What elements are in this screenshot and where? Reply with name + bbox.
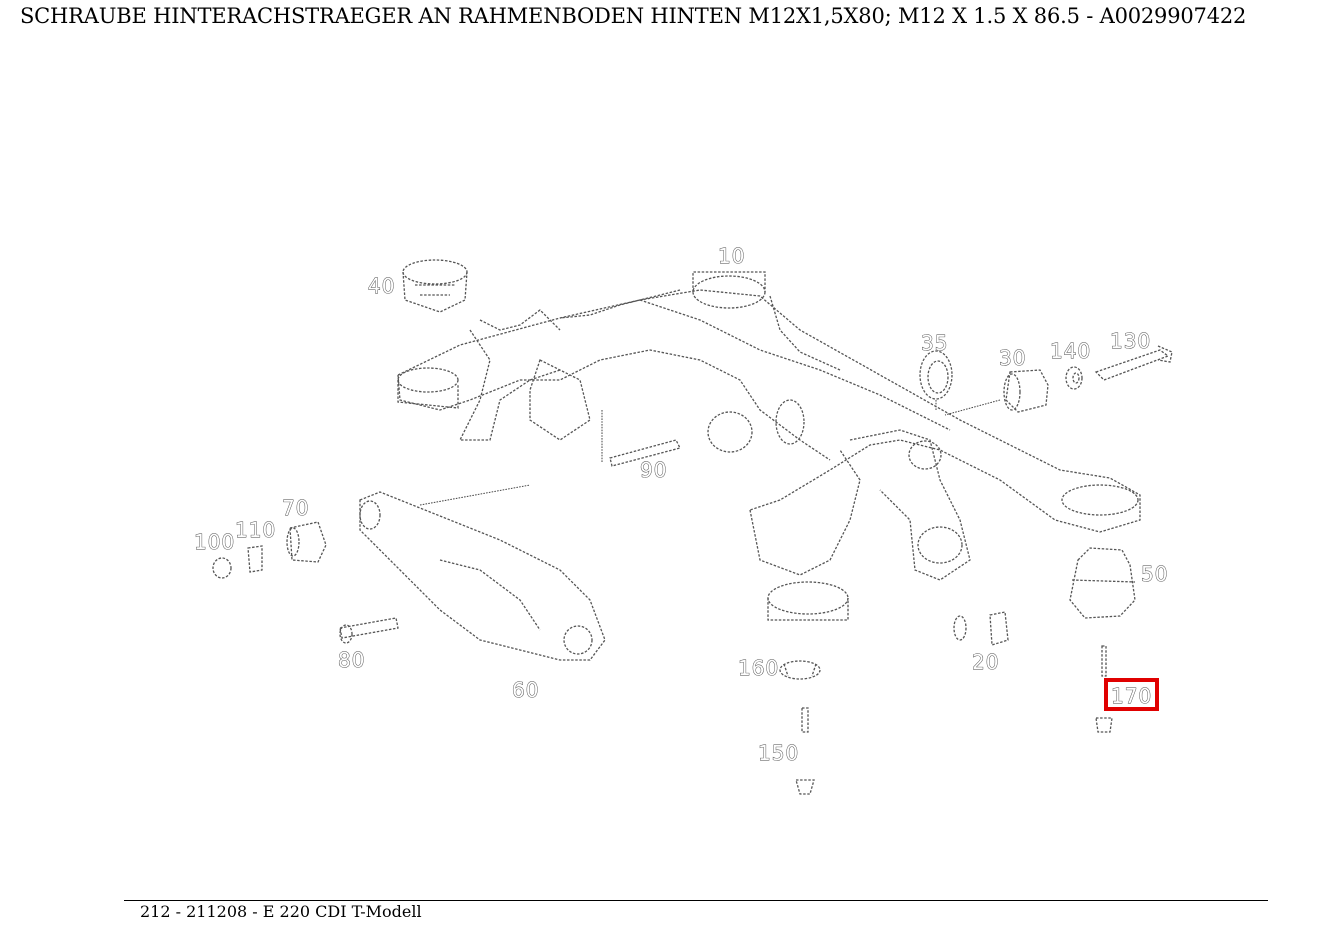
part-30-bushing bbox=[944, 369, 1049, 416]
part-140-washer bbox=[1065, 366, 1083, 390]
part-label-60[interactable]: 60 bbox=[512, 678, 539, 703]
part-label-50[interactable]: 50 bbox=[1141, 562, 1168, 587]
part-110-sleeve bbox=[247, 545, 263, 573]
part-label-80[interactable]: 80 bbox=[338, 648, 365, 673]
part-label-30[interactable]: 30 bbox=[999, 346, 1026, 371]
part-100-nut bbox=[212, 557, 232, 579]
part-50-mount bbox=[1069, 547, 1136, 619]
part-35-seal-ring bbox=[919, 350, 953, 410]
part-60-control-arm bbox=[359, 484, 606, 661]
part-label-110[interactable]: 110 bbox=[235, 518, 276, 543]
part-label-70[interactable]: 70 bbox=[282, 496, 309, 521]
part-label-170[interactable]: 170 bbox=[1111, 684, 1152, 709]
footer-model-info: 212 - 211208 - E 220 CDI T-Modell bbox=[140, 902, 422, 921]
part-label-35[interactable]: 35 bbox=[921, 331, 948, 356]
part-80-bolt bbox=[339, 617, 399, 644]
part-label-150[interactable]: 150 bbox=[758, 741, 799, 766]
part-label-10[interactable]: 10 bbox=[718, 244, 745, 269]
part-20-bushing bbox=[953, 611, 1009, 646]
highlight-box bbox=[1104, 678, 1159, 711]
part-label-90[interactable]: 90 bbox=[640, 458, 667, 483]
part-label-40[interactable]: 40 bbox=[368, 274, 395, 299]
part-150-bolt bbox=[795, 707, 815, 795]
part-40-bearing bbox=[402, 259, 468, 313]
part-label-160[interactable]: 160 bbox=[738, 656, 779, 681]
part-label-20[interactable]: 20 bbox=[972, 650, 999, 675]
page-title: SCHRAUBE HINTERACHSTRAEGER AN RAHMENBODE… bbox=[20, 4, 1247, 28]
part-170-screw bbox=[1095, 645, 1113, 733]
part-90-bolt bbox=[601, 410, 681, 467]
footer-divider bbox=[124, 900, 1268, 901]
part-label-130[interactable]: 130 bbox=[1110, 329, 1151, 354]
part-130-bolt bbox=[1094, 345, 1173, 381]
part-label-100[interactable]: 100 bbox=[194, 530, 235, 555]
part-70-bushing bbox=[286, 521, 327, 563]
axle-carrier-frame bbox=[397, 271, 1141, 621]
part-label-140[interactable]: 140 bbox=[1050, 339, 1091, 364]
part-160-nut bbox=[779, 660, 821, 680]
